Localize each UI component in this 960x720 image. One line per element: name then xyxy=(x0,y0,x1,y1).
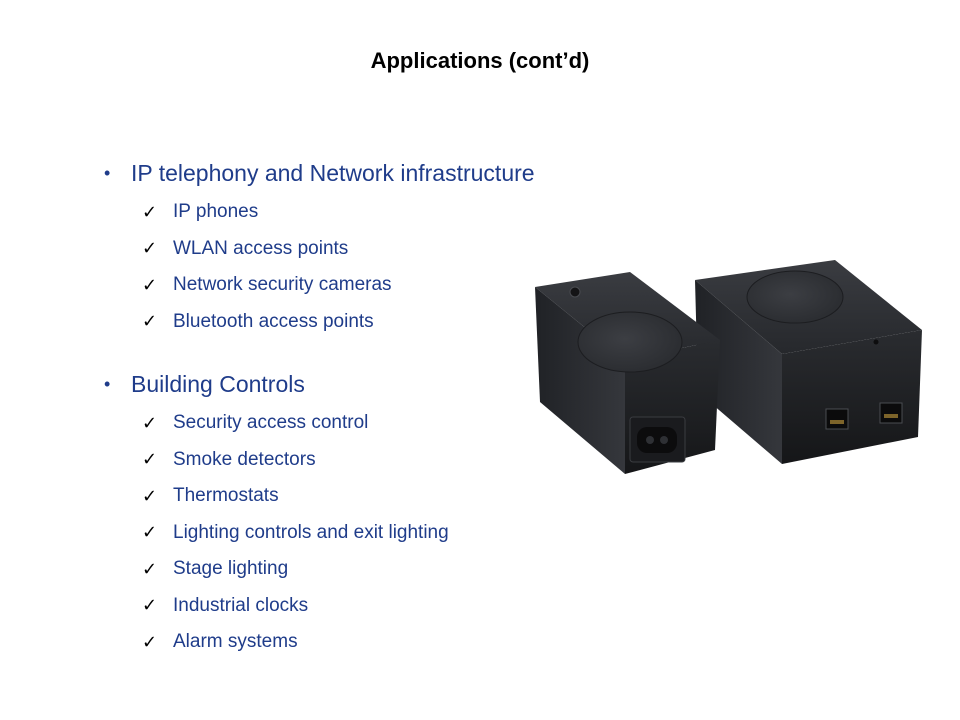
checkmark-icon: ✓ xyxy=(142,412,158,434)
list-item-text: Industrial clocks xyxy=(173,594,309,616)
device-left xyxy=(535,272,720,474)
list-item: ✓ Industrial clocks xyxy=(142,588,449,625)
list-item: ✓ Lighting controls and exit lighting xyxy=(142,515,449,552)
device-right xyxy=(695,260,922,464)
list-item-text: WLAN access points xyxy=(173,237,349,259)
list-item-text: Alarm systems xyxy=(173,631,298,653)
checkmark-icon: ✓ xyxy=(142,311,158,333)
checkmark-icon: ✓ xyxy=(142,238,158,260)
list-item-text: Smoke detectors xyxy=(173,448,316,470)
sub-list: ✓ Security access control ✓ Smoke detector… xyxy=(104,405,449,661)
poe-injector-photo xyxy=(535,260,922,474)
list-item: ✓ Smoke detectors xyxy=(142,442,449,479)
checkmark-icon: ✓ xyxy=(142,558,158,580)
list-item: ✓ Thermostats xyxy=(142,478,449,515)
checkmark-icon: ✓ xyxy=(142,201,158,223)
list-item-text: Security access control xyxy=(173,412,369,434)
list-item: ✓ WLAN access points xyxy=(142,231,535,268)
list-item-text: IP phones xyxy=(173,201,259,223)
checkmark-icon: ✓ xyxy=(142,631,158,653)
sub-list: ✓ IP phones ✓ WLAN access points ✓ Network … xyxy=(104,194,535,340)
checkmark-icon: ✓ xyxy=(142,595,158,617)
list-item: ✓ Stage lighting xyxy=(142,551,449,588)
list-item: ✓ Network security cameras xyxy=(142,267,535,304)
section-ip-telephony: • IP telephony and Network infrastructur… xyxy=(104,158,535,340)
checkmark-icon: ✓ xyxy=(142,522,158,544)
section-heading: • IP telephony and Network infrastructur… xyxy=(104,158,535,188)
list-item-text: Stage lighting xyxy=(173,558,289,580)
bullet-icon: • xyxy=(104,373,111,394)
slide-title: Applications (cont’d) xyxy=(370,48,590,73)
bullet-icon: • xyxy=(104,162,111,183)
list-item: ✓ Bluetooth access points xyxy=(142,304,535,341)
section-heading-text: IP telephony and Network infrastructure xyxy=(131,159,535,186)
checkmark-icon: ✓ xyxy=(142,274,158,296)
list-item: ✓ IP phones xyxy=(142,194,535,231)
list-item-text: Lighting controls and exit lighting xyxy=(173,521,449,543)
section-heading-text: Building Controls xyxy=(131,370,305,397)
list-item: ✓ Security access control xyxy=(142,405,449,442)
section-heading: • Building Controls xyxy=(104,369,449,399)
list-item-text: Network security cameras xyxy=(173,274,392,296)
list-item-text: Thermostats xyxy=(173,485,279,507)
list-item: ✓ Alarm systems xyxy=(142,624,449,661)
section-building-controls: • Building Controls ✓ Security access con… xyxy=(104,369,449,661)
checkmark-icon: ✓ xyxy=(142,485,158,507)
list-item-text: Bluetooth access points xyxy=(173,310,374,332)
checkmark-icon: ✓ xyxy=(142,449,158,471)
